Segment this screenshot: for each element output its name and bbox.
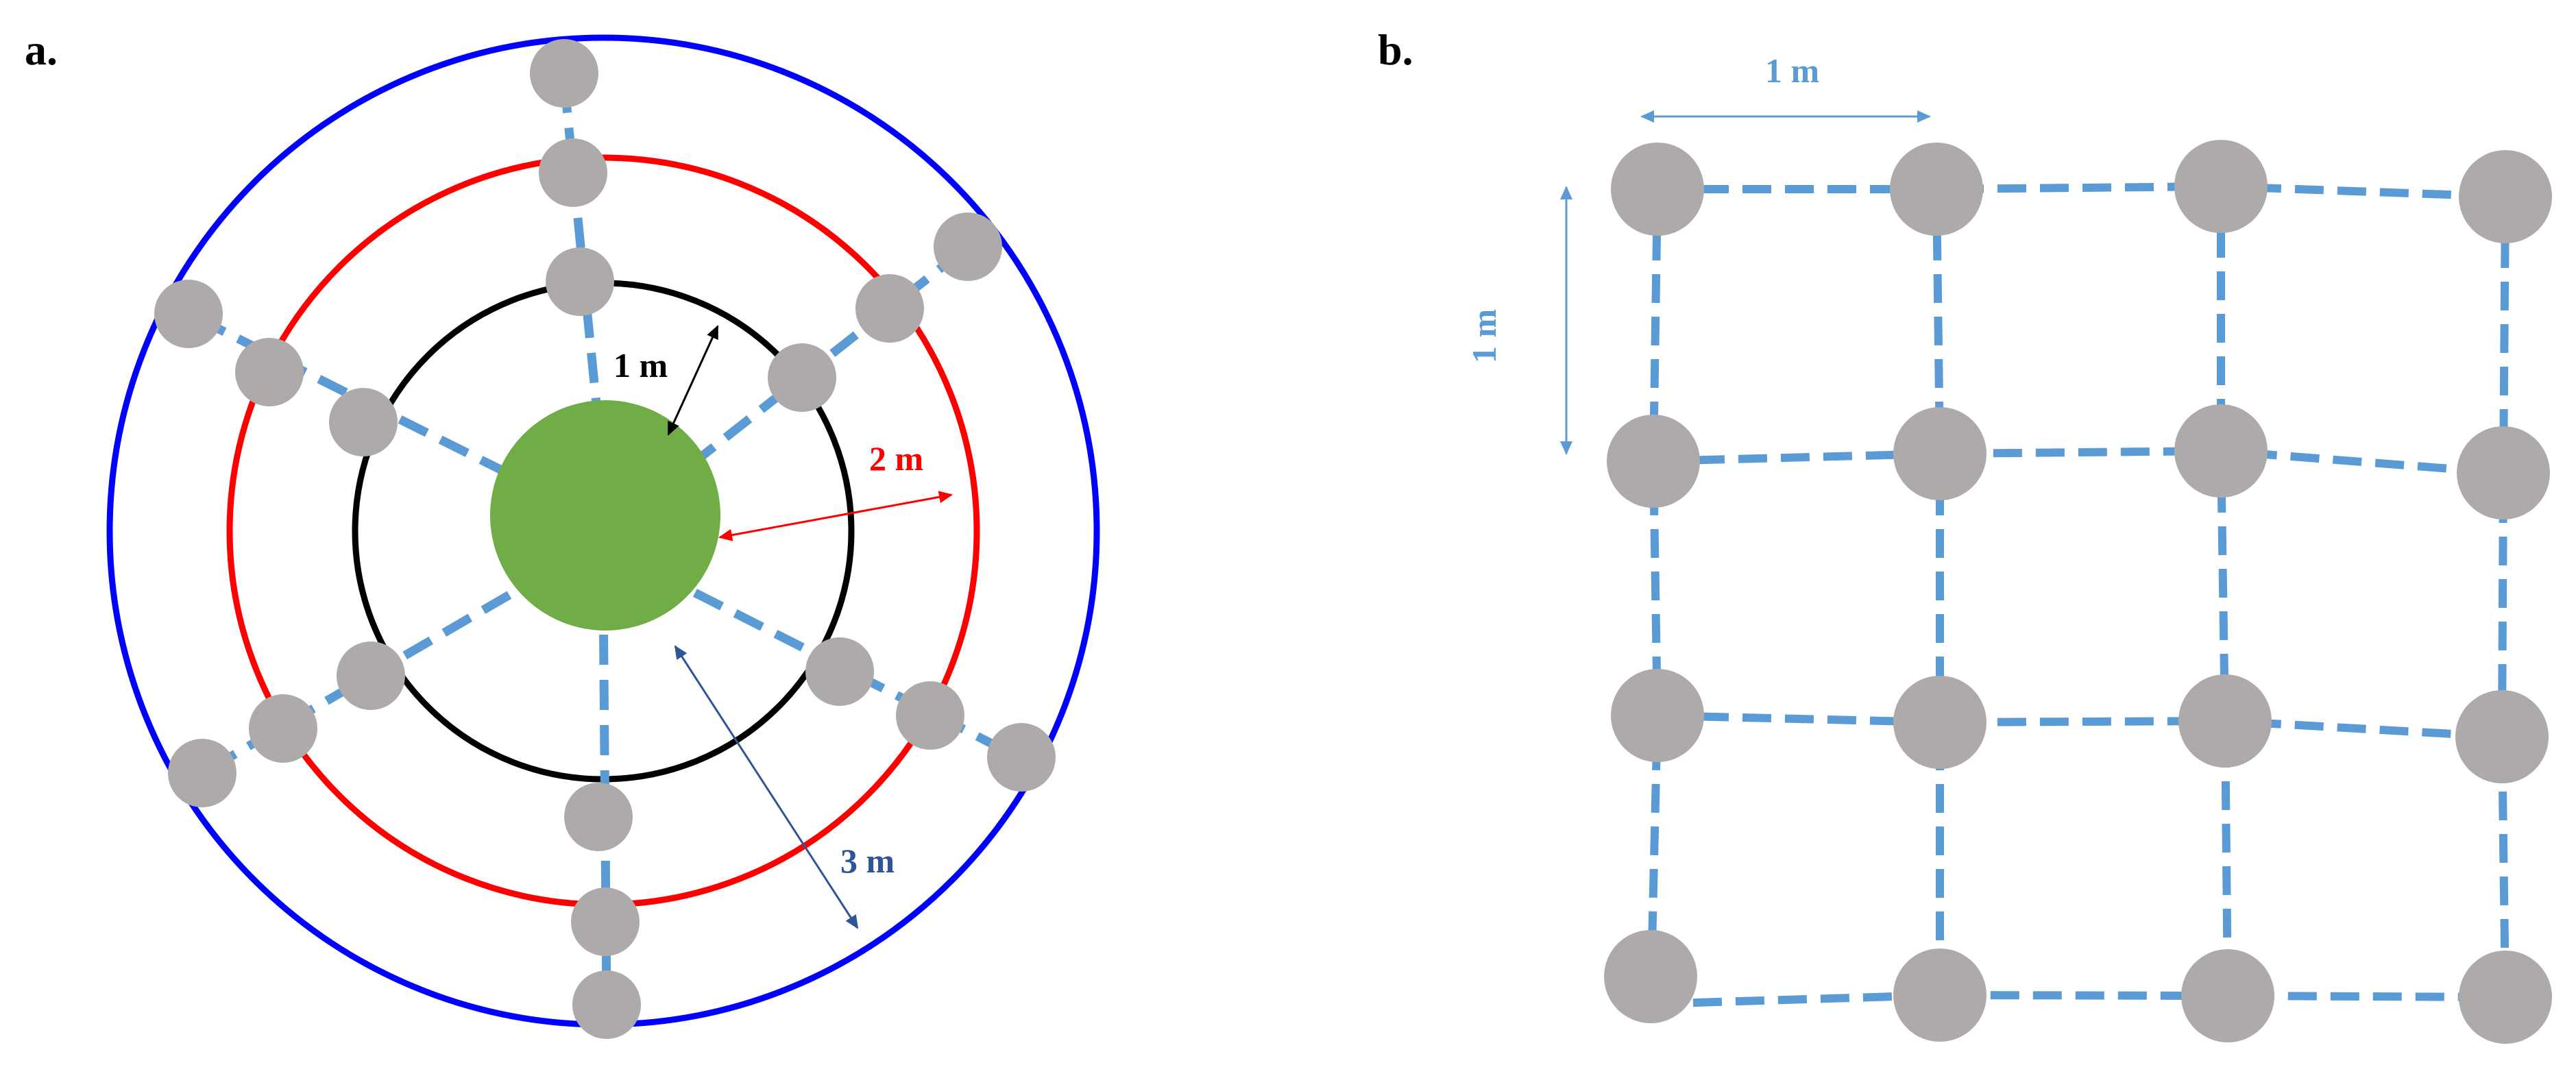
dimension-arrow-1m (667, 325, 719, 436)
sampling-point (987, 723, 1056, 792)
grid-sampling-points (1604, 140, 2552, 1044)
sampling-point (546, 247, 614, 316)
grid-lines (1647, 182, 2510, 1008)
sampling-point (896, 681, 964, 750)
dimension-label-2m: 2 m (869, 439, 923, 478)
grid-row-line (1657, 711, 2503, 741)
sampling-point (168, 739, 236, 807)
sampling-point (855, 274, 924, 343)
sampling-point (768, 343, 836, 412)
grid-column-line (2497, 196, 2510, 998)
sampling-point (1893, 407, 1986, 500)
sampling-point (2455, 690, 2549, 783)
sampling-point (235, 338, 304, 406)
sampling-point (564, 783, 633, 851)
sampling-point (1607, 415, 1700, 508)
sampling-point (1893, 676, 1986, 769)
sampling-point (154, 280, 223, 348)
sampling-point (934, 212, 1002, 281)
sampling-point (2459, 951, 2552, 1044)
dimension-label-1m: 1 m (613, 346, 668, 384)
dimension-arrow-3m (674, 645, 859, 929)
dimension-arrow-2m (718, 491, 953, 541)
grid-row-line (1650, 990, 2506, 1008)
dimension-label-vertical: 1 m (1465, 309, 1503, 363)
sampling-point (2174, 404, 2268, 498)
sampling-point (337, 641, 405, 710)
sampling-point (572, 970, 641, 1039)
panel-a: a. (25, 25, 1100, 1039)
sampling-point (1611, 143, 1704, 236)
sampling-point (249, 694, 317, 763)
grid-column-line (2217, 186, 2232, 996)
grid-column-line (1932, 188, 1944, 995)
sampling-point (2174, 140, 2268, 233)
panel-b: b. (1378, 25, 2552, 1044)
dimension-label-3m: 3 m (840, 842, 895, 880)
sampling-point (2459, 150, 2552, 243)
sampling-point (805, 637, 874, 706)
grid-row-line (1653, 446, 2504, 477)
grid-column-line (1647, 188, 1662, 1005)
dimension-label-horizontal: 1 m (1765, 51, 1819, 90)
sampling-point (571, 888, 640, 956)
sampling-point (1604, 930, 1697, 1023)
panel-b-label: b. (1378, 25, 1413, 74)
sampling-point (530, 39, 598, 108)
sampling-point (329, 388, 398, 456)
sampling-point (539, 138, 607, 207)
tree-trunk (490, 400, 720, 631)
sampling-point (2181, 949, 2274, 1042)
panel-a-label: a. (25, 25, 58, 74)
sampling-point (1890, 143, 1983, 236)
sampling-point (2457, 426, 2550, 519)
sampling-point (1611, 669, 1704, 762)
sampling-point (1893, 948, 1986, 1042)
sampling-point (2178, 674, 2272, 768)
grid-row-line (1657, 182, 2506, 201)
